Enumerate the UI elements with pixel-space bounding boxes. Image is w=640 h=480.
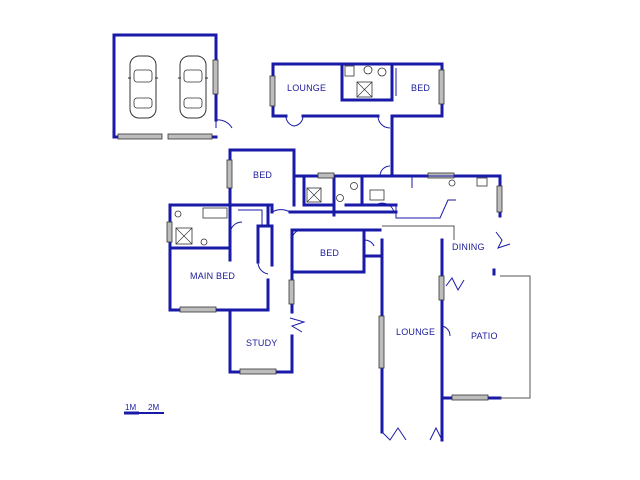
room-label-patio: PATIO: [471, 331, 498, 341]
room-label-bed-top: BED: [411, 83, 430, 93]
scale-label-2m: 2M: [148, 403, 159, 412]
room-label-lounge-top: LOUNGE: [287, 83, 326, 93]
garage: [112, 33, 233, 140]
top-wing: [269, 62, 445, 129]
room-label-study: STUDY: [246, 338, 278, 348]
room-label-bed-small: BED: [320, 248, 339, 258]
room-label-main-bed: MAIN BED: [190, 271, 235, 281]
room-label-lounge-bottom: LOUNGE: [396, 327, 435, 337]
room-label-bed-middle: BED: [253, 170, 272, 180]
room-label-dining: DINING: [452, 242, 485, 252]
scale-label-1m: 1M: [125, 403, 136, 412]
car-icon: [128, 55, 158, 119]
main-house: [166, 114, 531, 442]
car-icon: [178, 55, 208, 119]
scale-bar: 1M 2M: [124, 403, 164, 415]
